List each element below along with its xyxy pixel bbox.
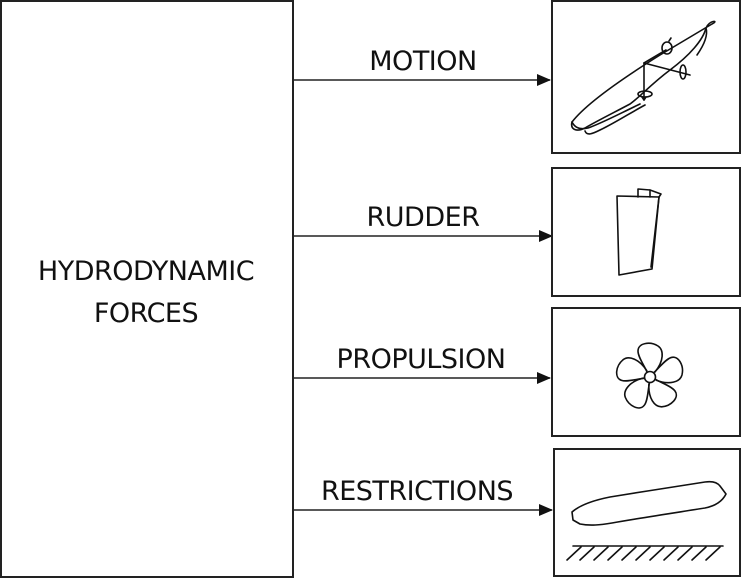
- ship-hull-motion-icon: [570, 20, 716, 135]
- rudder-icon: [616, 188, 662, 276]
- arrow-label-motion: MOTION: [369, 46, 476, 77]
- ship-over-seabed-icon: [566, 480, 727, 561]
- main-box-label-line2: FORCES: [94, 298, 198, 329]
- branch-motion: MOTION: [293, 0, 741, 154]
- seabed-hatching: [566, 546, 721, 561]
- restrictions-box: [553, 448, 741, 577]
- main-box-label-line1: HYDRODYNAMIC: [38, 256, 254, 287]
- rudder-box: [551, 167, 741, 297]
- arrow-label-restrictions: RESTRICTIONS: [321, 476, 513, 507]
- branch-rudder: RUDDER: [293, 167, 741, 297]
- main-box-frame: [0, 0, 294, 578]
- branch-restrictions: RESTRICTIONS: [293, 448, 741, 577]
- propeller-icon: [613, 342, 687, 413]
- main-box: HYDRODYNAMIC FORCES: [0, 0, 294, 578]
- propulsion-box: [551, 307, 741, 437]
- arrow-label-rudder: RUDDER: [367, 202, 480, 233]
- branch-propulsion: PROPULSION: [293, 307, 741, 437]
- arrow-label-propulsion: PROPULSION: [337, 344, 506, 375]
